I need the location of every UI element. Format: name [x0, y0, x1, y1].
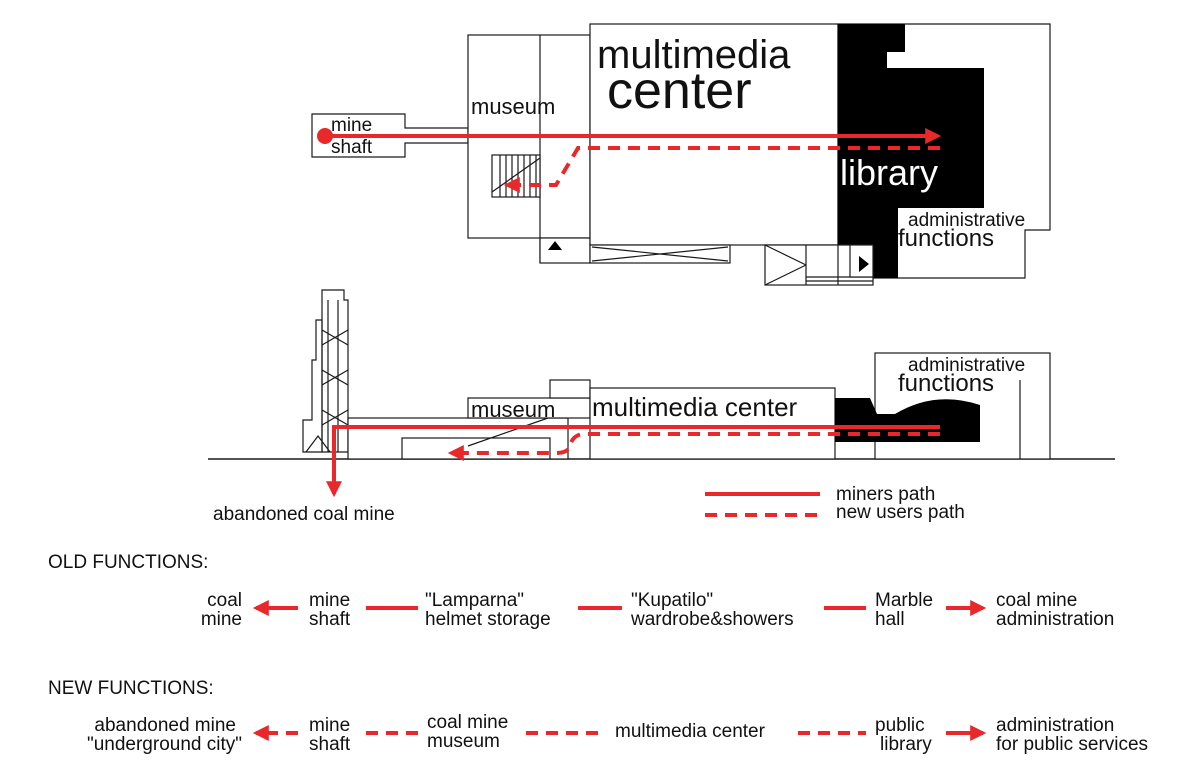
- plan-stairs: [491, 154, 541, 198]
- legend: miners path new users path: [705, 484, 965, 523]
- abandoned-coal-mine-label: abandoned coal mine: [213, 504, 395, 525]
- new-item-5-line2: library: [880, 734, 932, 755]
- section-museum-label: museum: [471, 397, 555, 422]
- plan-new-users-path: [503, 146, 940, 193]
- section-miners-path: [326, 425, 940, 498]
- plan-museum-label: museum: [471, 94, 555, 119]
- new-item-2-line2: shaft: [309, 734, 351, 755]
- old-item-6-line2: administration: [996, 609, 1114, 630]
- plan-center-label: center: [607, 62, 752, 120]
- old-item-4-line1: "Kupatilo": [631, 590, 713, 611]
- new-item-3-line1: coal mine: [427, 712, 508, 733]
- old-item-3-line2: helmet storage: [425, 609, 551, 630]
- old-item-6-line1: coal mine: [996, 590, 1077, 611]
- plan-mine-label: mine: [331, 115, 372, 136]
- entrance-triangle-right-icon: [859, 256, 869, 272]
- new-functions-row: NEW FUNCTIONS: abandoned mine "undergrou…: [48, 678, 1148, 755]
- old-item-1-line1: coal: [207, 590, 242, 611]
- old-functions-row: OLD FUNCTIONS: coal mine mine shaft "Lam…: [48, 552, 1114, 630]
- floor-plan: mine shaft museum multimedia center libr…: [311, 23, 1051, 286]
- plan-library-label: library: [840, 152, 938, 193]
- section-multimedia-outline: [589, 387, 836, 460]
- new-item-4-line1: multimedia center: [615, 721, 766, 742]
- old-item-2-line1: mine: [309, 590, 350, 611]
- old-item-2-line2: shaft: [309, 609, 351, 630]
- old-functions-heading: OLD FUNCTIONS:: [48, 552, 208, 573]
- entrance-triangle-up-icon: [548, 241, 562, 250]
- old-item-3-line1: "Lamparna": [425, 590, 524, 611]
- new-item-6-line2: for public services: [996, 734, 1148, 755]
- new-item-5-line1: public: [875, 715, 925, 736]
- legend-new-users-label: new users path: [836, 502, 965, 523]
- plan-shaft-label: shaft: [331, 137, 373, 158]
- plan-library-solid: [838, 24, 984, 278]
- section-administrative-label: administrative: [908, 355, 1025, 376]
- section-view: museum multimedia center administrative …: [208, 289, 1115, 525]
- section-multimedia-label: multimedia center: [592, 392, 798, 422]
- new-item-6-line1: administration: [996, 715, 1114, 736]
- new-item-2-line1: mine: [309, 715, 350, 736]
- new-item-3-line2: museum: [427, 731, 500, 752]
- plan-functions-label: functions: [898, 225, 994, 252]
- old-item-5-line2: hall: [875, 609, 905, 630]
- section-functions-label: functions: [898, 370, 994, 397]
- plan-multimedia-label: multimedia: [597, 33, 791, 77]
- section-library-solid: [835, 398, 980, 442]
- start-dot: [317, 128, 333, 144]
- old-item-4-line2: wardrobe&showers: [630, 609, 794, 630]
- plan-administrative-label: administrative: [908, 210, 1025, 231]
- new-functions-heading: NEW FUNCTIONS:: [48, 678, 214, 699]
- legend-miners-label: miners path: [836, 484, 935, 505]
- new-item-1-line1: abandoned mine: [94, 715, 236, 736]
- new-item-1-line2: "underground city": [87, 734, 242, 755]
- old-item-5-line1: Marble: [875, 590, 933, 611]
- section-new-users-path: [447, 432, 940, 461]
- old-item-1-line2: mine: [201, 609, 242, 630]
